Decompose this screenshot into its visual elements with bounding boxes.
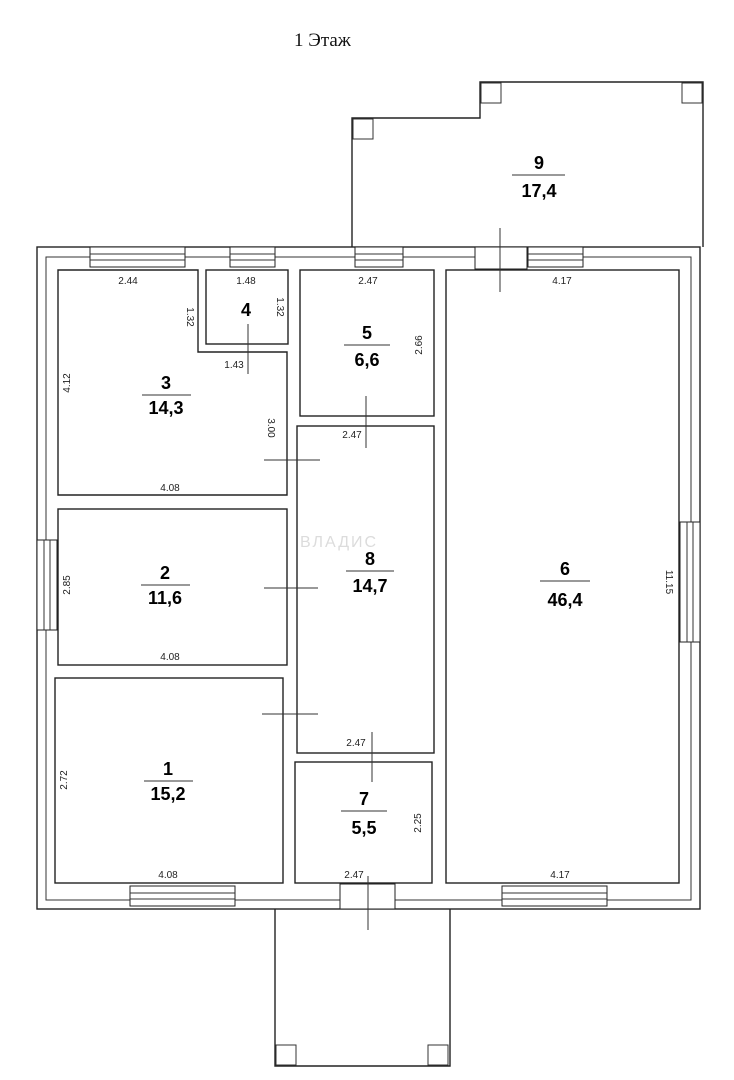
- room-1-outline: [54, 677, 284, 884]
- dim-r4-right: 1.32: [274, 297, 285, 317]
- dim-r2-left: 2.85: [62, 575, 73, 595]
- svg-text:7: 7: [359, 789, 369, 809]
- terrace-9-outline: [351, 81, 704, 247]
- dim-r8-bottom: 2.47: [346, 738, 366, 749]
- svg-text:14,3: 14,3: [148, 398, 183, 418]
- svg-text:5,5: 5,5: [351, 818, 376, 838]
- room-5-outline: [299, 269, 435, 417]
- room-label-4: 4: [241, 300, 251, 320]
- dim-r4-bottom: 1.43: [224, 360, 244, 371]
- svg-text:17,4: 17,4: [521, 181, 556, 201]
- room-label-6: 6 46,4: [540, 559, 590, 610]
- window-bottom-1: [129, 885, 236, 907]
- dim-r1-left: 2.72: [59, 770, 70, 790]
- room-label-3: 3 14,3: [142, 373, 191, 418]
- window-top-4: [229, 246, 276, 268]
- room-6-outline: [445, 269, 680, 884]
- svg-text:2: 2: [160, 563, 170, 583]
- room-label-8: 8 14,7: [346, 549, 394, 596]
- window-top-5: [354, 246, 404, 268]
- dim-r3-left: 4.12: [62, 373, 73, 393]
- room-label-1: 1 15,2: [144, 759, 193, 804]
- svg-text:5: 5: [362, 323, 372, 343]
- dim-r4-top: 1.48: [236, 276, 256, 287]
- dim-r7-right: 2.25: [413, 813, 424, 833]
- window-left-2: [36, 539, 58, 631]
- dim-r3-top: 2.44: [118, 276, 138, 287]
- floor-title: 1 Этаж: [294, 30, 351, 51]
- room-7-outline: [294, 761, 433, 884]
- svg-text:6: 6: [560, 559, 570, 579]
- room-label-5: 5 6,6: [344, 323, 390, 370]
- room-label-9: 9 17,4: [512, 153, 565, 201]
- dim-r5-top: 2.47: [358, 276, 378, 287]
- dim-r1-bottom: 4.08: [158, 870, 178, 881]
- window-bottom-6: [501, 885, 608, 907]
- window-top-6: [527, 246, 584, 268]
- room-label-2: 2 11,6: [141, 563, 190, 608]
- svg-text:14,7: 14,7: [352, 576, 387, 596]
- svg-text:3: 3: [161, 373, 171, 393]
- dim-r6-bottom: 4.17: [550, 870, 570, 881]
- dim-r6-right: 11.15: [663, 570, 674, 595]
- porch-post: [275, 1044, 297, 1066]
- svg-text:46,4: 46,4: [547, 590, 582, 610]
- dim-r5-right: 2.66: [414, 335, 425, 355]
- window-right-6: [679, 521, 701, 643]
- svg-text:6,6: 6,6: [354, 350, 379, 370]
- door-terrace: [474, 246, 528, 270]
- dim-r6-top: 4.17: [552, 276, 572, 287]
- room-4-outline: [205, 269, 289, 345]
- porch-outline: [274, 909, 451, 1067]
- dim-r5-bottom: 2.47: [342, 430, 362, 441]
- room-3-outline: [57, 269, 288, 496]
- terrace-post: [352, 118, 374, 140]
- window-top-3: [89, 246, 186, 268]
- terrace-post: [480, 82, 502, 104]
- svg-text:9: 9: [534, 153, 544, 173]
- svg-text:4: 4: [241, 300, 251, 320]
- porch-post: [427, 1044, 449, 1066]
- svg-text:8: 8: [365, 549, 375, 569]
- room-2-outline: [57, 508, 288, 666]
- dim-r3-side: 1.32: [184, 307, 195, 327]
- terrace-post: [681, 82, 703, 104]
- svg-text:1: 1: [163, 759, 173, 779]
- watermark-text: ВЛАДИС: [300, 534, 378, 551]
- dim-r3-right: 3.00: [265, 418, 276, 438]
- svg-text:11,6: 11,6: [148, 588, 182, 608]
- svg-text:15,2: 15,2: [150, 784, 185, 804]
- dim-r7-bottom: 2.47: [344, 870, 364, 881]
- dim-r3-bottom: 4.08: [160, 483, 180, 494]
- room-label-7: 7 5,5: [341, 789, 387, 838]
- dim-r2-bottom: 4.08: [160, 652, 180, 663]
